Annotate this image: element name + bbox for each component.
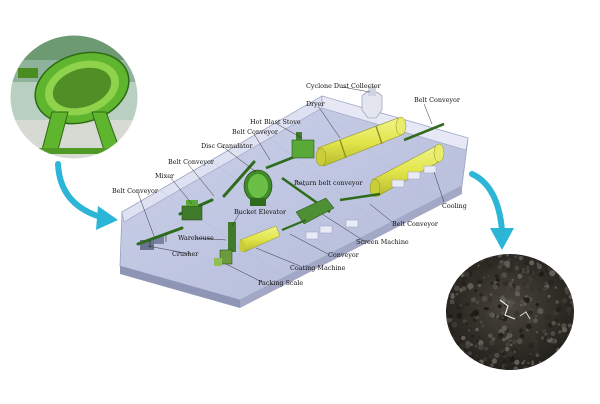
arrow-right-icon <box>469 171 505 233</box>
label-hot-blast-stove: Hot Blast Stove <box>250 118 301 126</box>
cooling-drum <box>369 143 445 198</box>
right-conveyor-belt <box>339 192 381 202</box>
label-belt-conveyor-top-right: Belt Conveyor <box>414 96 461 104</box>
packing-scale-unit <box>214 249 233 266</box>
crusher-machine <box>140 236 164 250</box>
label-screen-machine: Screen Machine <box>356 238 409 246</box>
arrow-left-icon <box>55 161 107 221</box>
label-cooling: Cooling <box>442 202 467 210</box>
label-conveyor: Conveyor <box>328 251 360 259</box>
label-dryer: Dryer <box>306 100 326 108</box>
label-bucket-elevator: Bucket Elevator <box>234 208 287 216</box>
arrow-right-head-icon <box>490 228 514 250</box>
lower-conveyor-belt <box>281 218 307 232</box>
label-belt-conveyor-left: Belt Conveyor <box>112 187 159 195</box>
label-return-belt-conveyor: Return belt conveyor <box>294 179 363 187</box>
bucket-elevator-unit <box>228 222 236 252</box>
top-right-conveyor-belt <box>403 122 445 142</box>
disc-granulator-photo <box>9 34 139 160</box>
label-belt-conveyor-mid: Belt Conveyor <box>168 158 215 166</box>
mixer-machine <box>181 200 203 221</box>
disc-granulator-machine <box>243 169 273 206</box>
label-disc-granulator: Disc Granulator <box>201 142 254 150</box>
fertilizer-granules-photo <box>446 254 574 370</box>
hot-blast-stove-machine <box>291 132 315 159</box>
dryer-drum <box>315 116 407 167</box>
label-warehouse: Warehouse <box>178 234 214 242</box>
label-mixer: Mixer <box>155 172 175 180</box>
label-cyclone-dust-collector: Cyclone Dust Collector <box>306 82 382 90</box>
arrow-left-head-icon <box>96 206 118 230</box>
coating-drum <box>239 225 281 253</box>
label-belt-conveyor-right: Belt Conveyor <box>392 220 439 228</box>
label-belt-conveyor-upper: Belt Conveyor <box>232 128 279 136</box>
label-packing-scale: Packing Scale <box>258 279 303 287</box>
leader-lines <box>137 86 445 283</box>
label-coating-machine: Coating Machine <box>290 264 346 272</box>
factory-platform <box>119 95 469 308</box>
component-labels: Cyclone Dust Collector Belt Conveyor Dry… <box>112 82 467 287</box>
screen-machine-unit <box>295 197 335 225</box>
equipment <box>136 86 445 266</box>
label-crusher: Crusher <box>172 250 199 258</box>
cyclone-collector <box>361 86 383 119</box>
floor-equipment-boxes <box>305 165 437 240</box>
